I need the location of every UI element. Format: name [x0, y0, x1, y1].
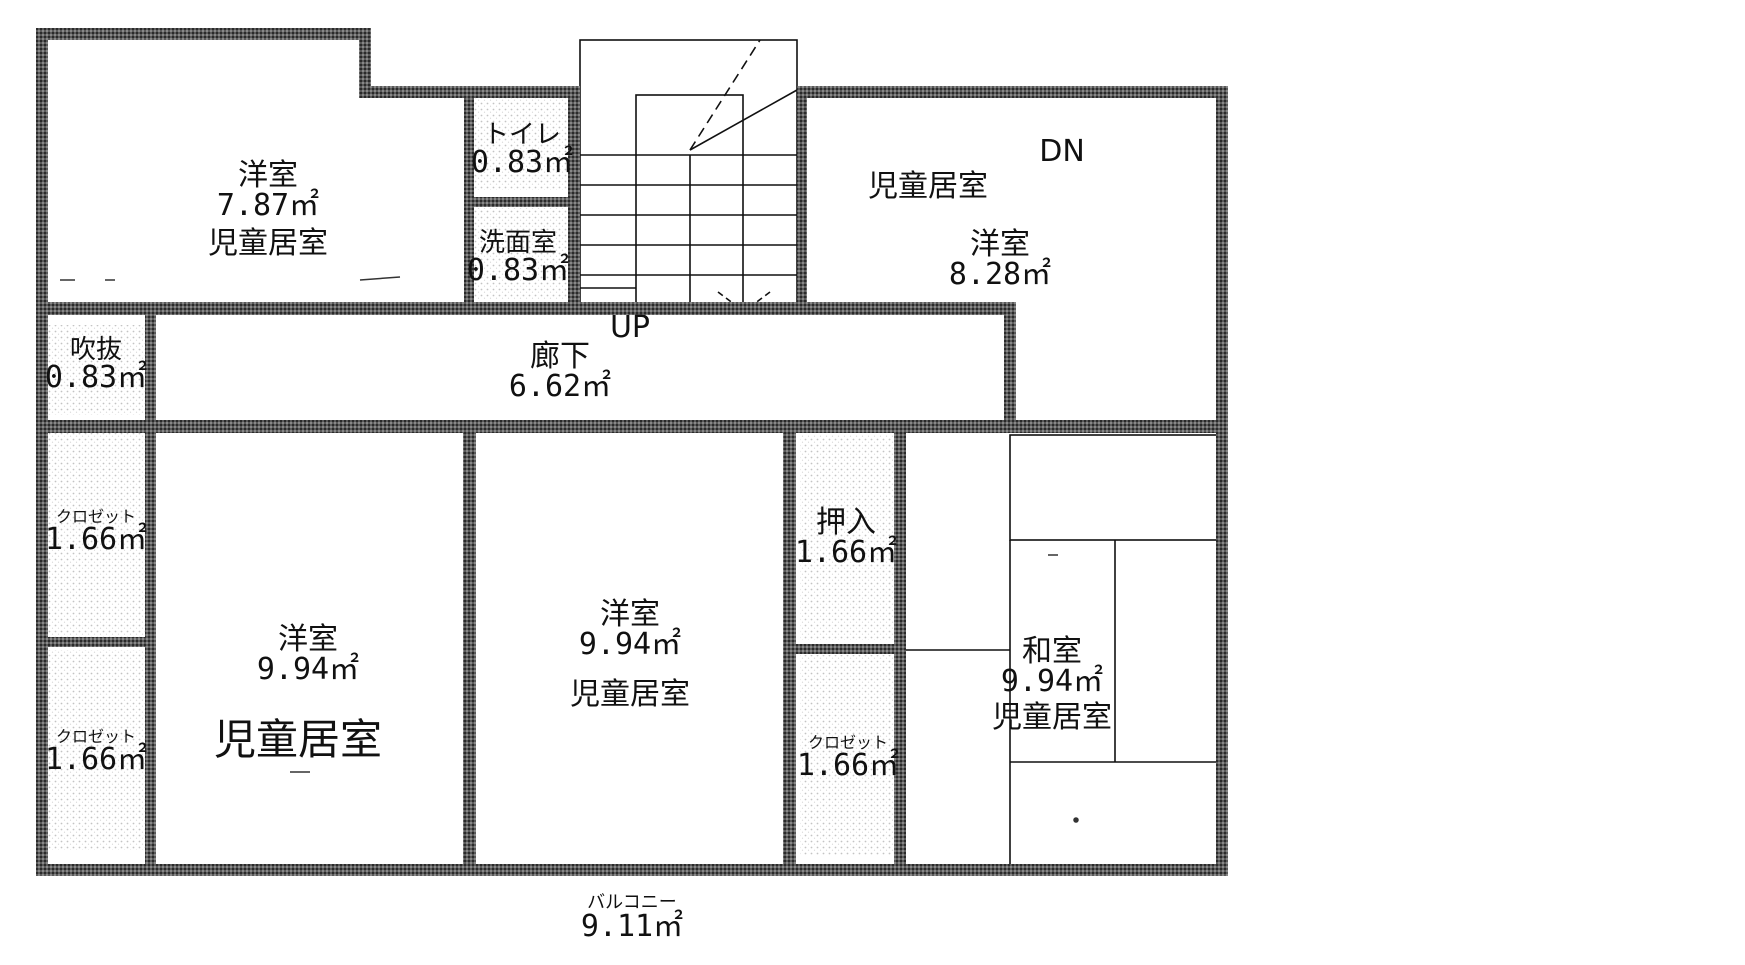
- room-type: クロゼット: [55, 727, 136, 746]
- room-ne-use: 児童居室: [868, 169, 988, 204]
- staircase: [579, 39, 798, 311]
- room-void: 吹抜 0.83㎡: [45, 337, 147, 393]
- room-use: 児童居室: [992, 700, 1112, 735]
- speckle-fills: [48, 98, 895, 855]
- room-area: 1.66㎡: [794, 535, 898, 570]
- room-area: 9.94㎡: [578, 627, 682, 662]
- walls: [36, 28, 1228, 876]
- room-area: 9.94㎡: [1000, 664, 1104, 699]
- room-toilet: トイレ 0.83㎡: [471, 122, 573, 178]
- room-type: クロゼット: [55, 507, 136, 526]
- room-type: 洋室: [238, 158, 298, 193]
- room-balcony: バルコニー 9.11㎡: [581, 894, 683, 942]
- room-closet-w1: クロゼット 1.66㎡: [45, 509, 147, 555]
- room-type: トイレ: [482, 120, 561, 150]
- room-type: クロゼット: [807, 733, 888, 752]
- room-area: 9.11㎡: [580, 909, 684, 944]
- room-type: 洗面室: [478, 228, 557, 258]
- room-type: 洋室: [600, 597, 660, 632]
- room-type: 洋室: [970, 227, 1030, 262]
- room-area: 0.83㎡: [44, 360, 148, 395]
- room-closet-e: クロゼット 1.66㎡: [797, 735, 899, 781]
- room-washitsu: 和室 9.94㎡ 児童居室: [992, 637, 1112, 733]
- room-area: 7.87㎡: [216, 188, 320, 223]
- room-type: 和室: [1022, 634, 1082, 669]
- room-type: 廊下: [530, 339, 590, 374]
- room-type: 洋室: [278, 622, 338, 657]
- stair-up-label: UP: [609, 310, 651, 345]
- room-type: バルコニー: [587, 892, 677, 913]
- stair-down-label: DN: [1039, 134, 1085, 169]
- room-area: 8.28㎡: [948, 257, 1052, 292]
- annotation-marks: [60, 276, 1079, 823]
- room-closet-w2: クロゼット 1.66㎡: [45, 729, 147, 775]
- room-use: 児童居室: [208, 226, 328, 261]
- room-area: 6.62㎡: [508, 369, 612, 404]
- room-use: 児童居室: [570, 677, 690, 712]
- thin-partitions: [905, 434, 1221, 870]
- room-type: 押入: [816, 505, 876, 540]
- room-area: 1.66㎡: [44, 522, 148, 557]
- room-washroom: 洗面室 0.83㎡: [467, 230, 569, 286]
- room-type: 吹抜: [69, 335, 122, 365]
- room-area: 1.66㎡: [44, 742, 148, 777]
- room-ne: 洋室 8.28㎡: [949, 230, 1051, 290]
- room-hallway: 廊下 6.62㎡: [509, 342, 611, 402]
- room-oshiire: 押入 1.66㎡: [795, 508, 897, 568]
- room-sw-use: 児童居室: [213, 715, 383, 764]
- room-area: 9.94㎡: [256, 652, 360, 687]
- room-sw: 洋室 9.94㎡: [257, 625, 359, 685]
- room-s: 洋室 9.94㎡ 児童居室: [570, 600, 690, 710]
- room-area: 1.66㎡: [796, 748, 900, 783]
- room-nw: 洋室 7.87㎡ 児童居室: [208, 161, 328, 259]
- room-area: 0.83㎡: [466, 253, 570, 288]
- room-area: 0.83㎡: [470, 145, 574, 180]
